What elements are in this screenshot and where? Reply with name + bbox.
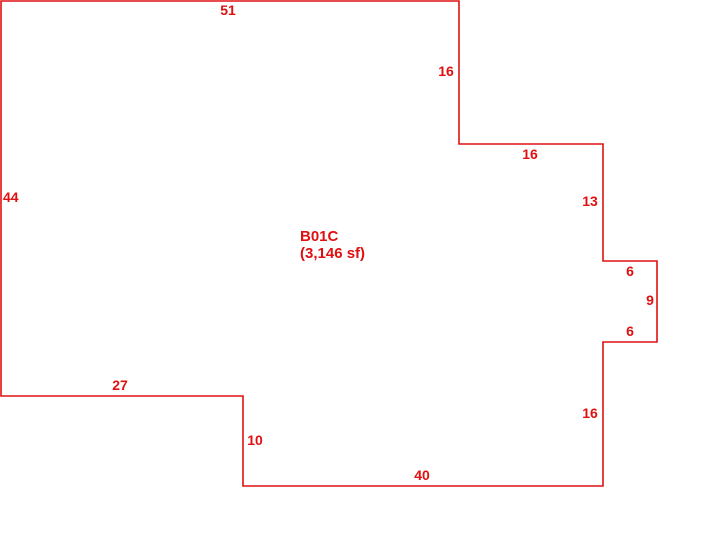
dimension-bottom: 40 xyxy=(414,467,430,483)
dimension-right-lower: 16 xyxy=(582,405,598,421)
dimension-top: 51 xyxy=(220,2,236,18)
floor-plan-outline xyxy=(0,0,658,487)
dimension-right-upper: 16 xyxy=(438,63,454,79)
dimension-bump-bottom: 6 xyxy=(626,323,634,339)
dimension-step-top: 16 xyxy=(522,146,538,162)
dimension-bump-right: 9 xyxy=(646,292,654,308)
dimension-left: 44 xyxy=(3,189,19,205)
dimension-notch-top: 27 xyxy=(112,377,128,393)
area-size: (3,146 sf) xyxy=(300,245,365,262)
dimension-bump-top: 6 xyxy=(626,263,634,279)
dimension-step-right: 13 xyxy=(582,193,598,209)
area-name: B01C xyxy=(300,228,339,245)
dimension-notch-side: 10 xyxy=(247,432,263,448)
